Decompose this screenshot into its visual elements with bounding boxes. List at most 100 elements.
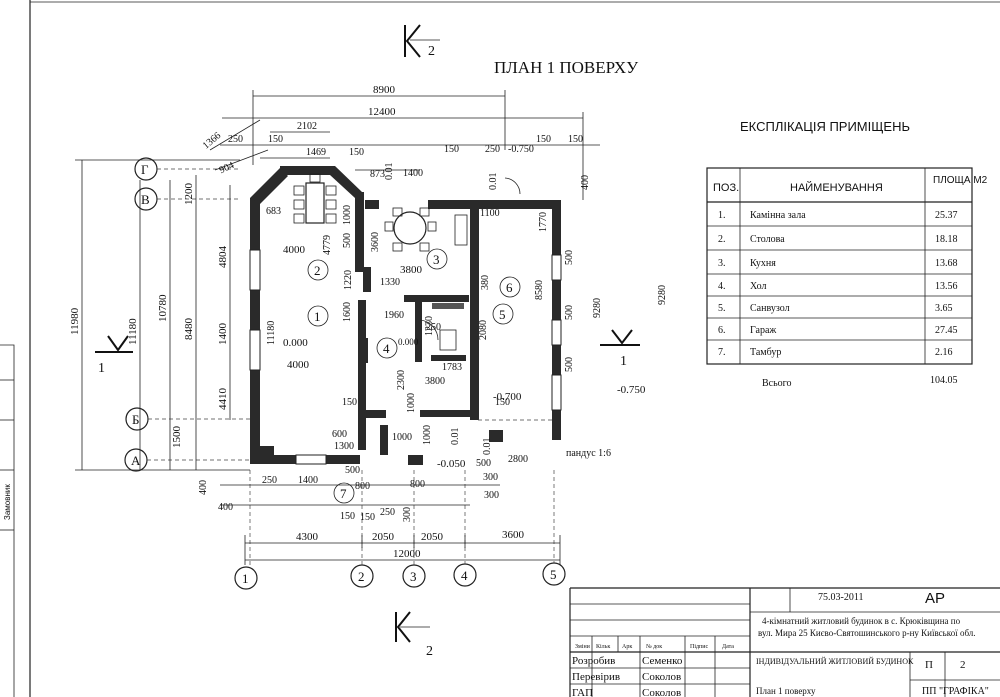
- svg-text:13.56: 13.56: [935, 281, 958, 292]
- axis-number-markers: 1 2 3 4 5: [234, 470, 566, 590]
- svg-text:380: 380: [480, 275, 491, 290]
- svg-text:1400: 1400: [403, 168, 423, 179]
- svg-text:0.000: 0.000: [283, 337, 308, 349]
- svg-text:2.16: 2.16: [935, 347, 953, 358]
- svg-text:0.01: 0.01: [482, 438, 493, 456]
- svg-text:400: 400: [218, 502, 233, 513]
- svg-text:-0.750: -0.750: [508, 144, 534, 155]
- svg-text:75.03-2011: 75.03-2011: [818, 592, 863, 603]
- window-markers: [249, 249, 562, 465]
- svg-text:12400: 12400: [368, 106, 396, 118]
- svg-text:0.01: 0.01: [488, 173, 499, 191]
- svg-text:1960: 1960: [384, 310, 404, 321]
- door-swing-2: [419, 319, 439, 341]
- svg-text:904: 904: [218, 160, 236, 176]
- svg-text:ПОЗ.: ПОЗ.: [713, 182, 739, 194]
- svg-text:1500: 1500: [171, 426, 183, 449]
- svg-text:150: 150: [568, 134, 583, 145]
- svg-text:3600: 3600: [502, 529, 525, 541]
- svg-text:0.01: 0.01: [384, 163, 395, 181]
- svg-text:873: 873: [370, 169, 385, 180]
- explication-total-value: 104.05: [930, 375, 958, 386]
- svg-text:4: 4: [383, 341, 390, 356]
- svg-text:683: 683: [266, 206, 281, 217]
- svg-text:500: 500: [342, 233, 353, 248]
- plan-title: ПЛАН 1 ПОВЕРХУ: [494, 58, 639, 77]
- svg-text:вул. Мира 25 Києво-Святошинськ: вул. Мира 25 Києво-Святошинського р-ну К…: [758, 628, 976, 638]
- svg-text:4804: 4804: [217, 246, 229, 269]
- svg-text:4779: 4779: [322, 235, 333, 255]
- svg-text:Перевірив: Перевірив: [572, 671, 620, 683]
- svg-text:7.: 7.: [718, 347, 726, 358]
- svg-text:500: 500: [564, 357, 575, 372]
- svg-text:4-кімнатний житловий будинок в: 4-кімнатний житловий будинок в с. Крюків…: [762, 616, 961, 626]
- level-marks: 0.000 0.000 -0.700 -0.750 -0.050: [283, 337, 646, 470]
- svg-text:Соколов: Соколов: [642, 671, 681, 683]
- svg-text:2300: 2300: [396, 370, 407, 390]
- axis-letter-markers: Г В Б А: [124, 157, 250, 472]
- svg-text:ПЛОЩА М2: ПЛОЩА М2: [933, 175, 988, 186]
- svg-text:Семенко: Семенко: [642, 655, 683, 667]
- svg-text:2080: 2080: [478, 320, 489, 340]
- svg-text:1: 1: [98, 361, 105, 376]
- svg-text:1: 1: [314, 309, 321, 324]
- svg-text:300: 300: [402, 507, 413, 522]
- svg-text:1: 1: [620, 354, 627, 369]
- svg-text:1220: 1220: [343, 270, 354, 290]
- svg-text:11180: 11180: [127, 318, 139, 345]
- ramp-note: пандус 1:6: [566, 448, 611, 459]
- svg-text:1400: 1400: [217, 323, 229, 346]
- svg-text:ІНДИВІДУАЛЬНИЙ ЖИТЛОВИЙ БУДИНО: ІНДИВІДУАЛЬНИЙ ЖИТЛОВИЙ БУДИНОК: [756, 657, 914, 666]
- section-mark-left: 1: [95, 335, 133, 376]
- svg-text:4300: 4300: [296, 531, 319, 543]
- svg-text:7: 7: [340, 486, 347, 501]
- svg-text:0.000: 0.000: [398, 337, 419, 347]
- svg-text:4410: 4410: [217, 388, 229, 411]
- svg-text:1366: 1366: [201, 130, 223, 151]
- svg-text:2: 2: [358, 569, 365, 584]
- svg-text:5: 5: [499, 307, 506, 322]
- svg-text:АР: АР: [925, 590, 945, 607]
- svg-text:250: 250: [426, 322, 441, 333]
- svg-text:27.45: 27.45: [935, 325, 958, 336]
- svg-text:1100: 1100: [480, 208, 500, 219]
- svg-text:2050: 2050: [421, 531, 444, 543]
- svg-text:-0.050: -0.050: [437, 458, 466, 470]
- svg-text:10780: 10780: [157, 294, 169, 322]
- svg-text:300: 300: [484, 490, 499, 501]
- svg-text:1469: 1469: [306, 147, 326, 158]
- svg-text:3: 3: [410, 569, 417, 584]
- svg-text:6: 6: [506, 280, 513, 295]
- door-swing: [504, 177, 521, 195]
- svg-text:Кільк: Кільк: [596, 644, 610, 650]
- svg-text:500: 500: [564, 305, 575, 320]
- dimension-lines-top: 8900 12400 1366 250 150 2102 1469 150 14…: [201, 84, 600, 200]
- svg-text:250: 250: [262, 475, 277, 486]
- svg-text:2: 2: [314, 263, 321, 278]
- svg-text:500: 500: [564, 250, 575, 265]
- svg-text:800: 800: [355, 481, 370, 492]
- svg-text:150: 150: [360, 512, 375, 523]
- svg-text:800: 800: [410, 479, 425, 490]
- svg-text:Розробив: Розробив: [572, 655, 615, 667]
- svg-text:А: А: [131, 453, 141, 468]
- svg-text:8580: 8580: [534, 280, 545, 300]
- svg-text:Зміни: Зміни: [575, 644, 591, 650]
- exterior-walls: [250, 166, 561, 465]
- svg-text:25.37: 25.37: [935, 210, 958, 221]
- svg-text:1: 1: [242, 571, 249, 586]
- explication-total-label: Всього: [762, 378, 792, 389]
- svg-text:8480: 8480: [183, 318, 195, 341]
- svg-text:11980: 11980: [69, 307, 81, 335]
- svg-text:1200: 1200: [183, 183, 195, 206]
- svg-text:1600: 1600: [342, 302, 353, 322]
- svg-text:12000: 12000: [393, 548, 421, 560]
- svg-text:11180: 11180: [266, 321, 277, 345]
- svg-text:Санвузол: Санвузол: [750, 303, 790, 314]
- svg-text:1400: 1400: [298, 475, 318, 486]
- svg-text:250: 250: [380, 507, 395, 518]
- svg-text:3: 3: [433, 252, 440, 267]
- svg-text:3800: 3800: [400, 264, 423, 276]
- svg-text:150: 150: [268, 134, 283, 145]
- dimension-lines-bottom: 4300 2050 2050 3600 12000: [220, 484, 561, 565]
